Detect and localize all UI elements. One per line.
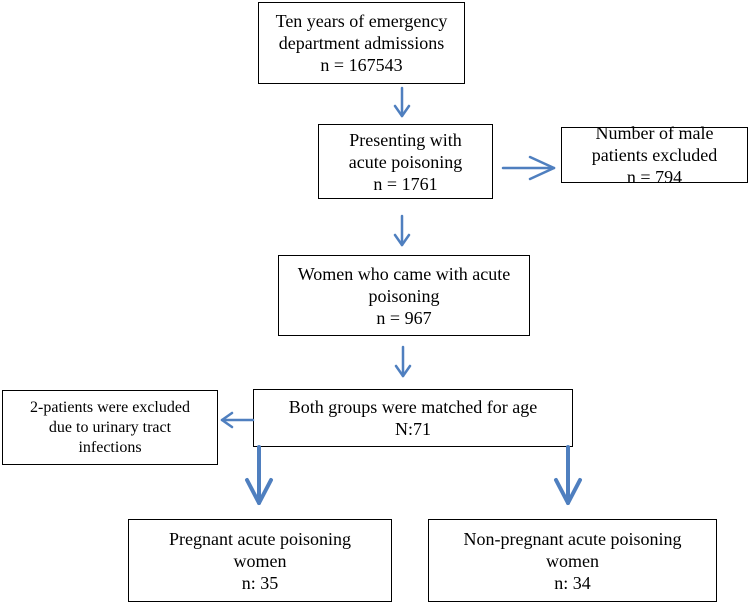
arrow-admissions-to-poisoning	[393, 86, 411, 118]
box-ed-admissions-line2: department admissions	[278, 33, 445, 53]
box-ed-admissions: Ten years of emergency department admiss…	[258, 2, 465, 84]
box-non-pregnant-line1: Non-pregnant acute poisoning	[463, 528, 682, 549]
box-pregnant-line1: Pregnant acute poisoning	[169, 528, 351, 549]
box-age-matched: Both groups were matched for age N:71	[253, 389, 573, 447]
box-age-matched-line1: Both groups were matched for age	[288, 397, 538, 417]
box-male-excluded-line1: Number of male	[595, 123, 714, 143]
arrow-women-to-matched	[394, 345, 412, 378]
box-acute-poisoning: Presenting with acute poisoning n = 1761	[318, 124, 493, 199]
box-women-line2: poisoning	[368, 285, 440, 306]
box-pregnant: Pregnant acute poisoning women n: 35	[128, 519, 392, 602]
box-pregnant-count: n: 35	[241, 572, 279, 593]
box-women-line1: Women who came with acute	[297, 263, 511, 284]
box-uti-excluded-line1: 2-patients were excluded	[30, 398, 190, 416]
box-ed-admissions-line1: Ten years of emergency	[275, 11, 448, 31]
box-acute-poisoning-line1: Presenting with	[349, 129, 462, 150]
box-uti-excluded-line3: infections	[78, 438, 142, 456]
box-pregnant-line2: women	[233, 550, 287, 571]
arrow-poisoning-to-male-excluded	[501, 155, 556, 181]
box-acute-poisoning-count: n = 1761	[373, 173, 438, 194]
box-uti-excluded-line2: due to urinary tract	[48, 418, 172, 436]
box-non-pregnant-line2: women	[546, 550, 599, 571]
arrow-matched-to-uti-excluded	[220, 411, 255, 429]
box-age-matched-count: N:71	[395, 419, 431, 439]
box-male-excluded-line2: patients excluded	[591, 145, 718, 165]
box-male-excluded: Number of male patients excluded n = 794	[561, 123, 748, 187]
box-acute-poisoning-line2: acute poisoning	[348, 151, 463, 172]
box-male-excluded-count: n = 794	[626, 167, 683, 187]
box-non-pregnant: Non-pregnant acute poisoning women n: 34	[428, 519, 717, 602]
box-women-count: n = 967	[376, 307, 432, 328]
box-ed-admissions-count: n = 167543	[320, 55, 403, 75]
box-uti-excluded: 2-patients were excluded due to urinary …	[2, 390, 218, 465]
arrow-matched-to-pregnant	[245, 445, 273, 505]
arrow-poisoning-to-women	[393, 214, 411, 247]
box-non-pregnant-count: n: 34	[554, 572, 591, 593]
arrow-matched-to-non-pregnant	[554, 445, 582, 505]
box-women: Women who came with acute poisoning n = …	[278, 255, 530, 336]
